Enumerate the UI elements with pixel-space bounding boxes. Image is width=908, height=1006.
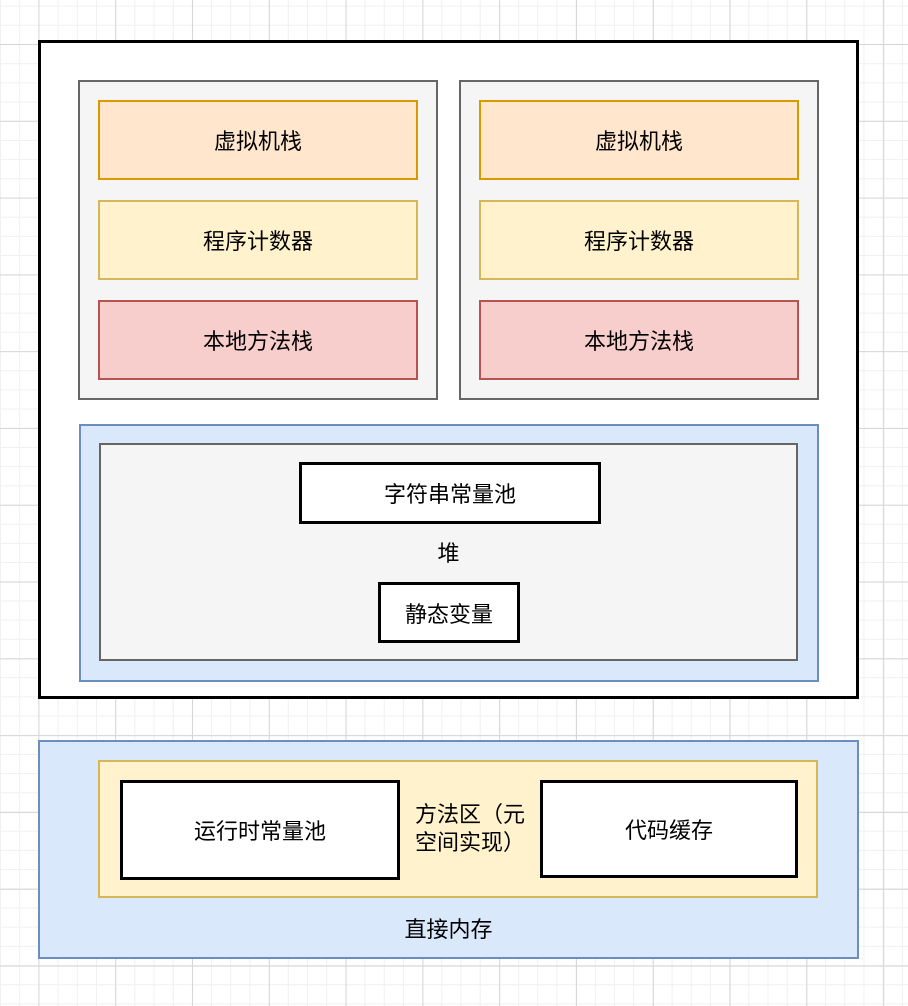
vm-stack-label: 虚拟机栈 [594,129,683,154]
native-method-stack-label: 本地方法栈 [583,329,694,354]
heap-outer-box[interactable]: 字符串常量池 堆 静态变量 [79,424,819,682]
native-method-stack-label: 本地方法栈 [202,329,313,354]
method-area-label: 方法区（元空间实现） [414,802,525,855]
string-constant-pool-box[interactable]: 字符串常量池 [299,462,601,524]
program-counter-label: 程序计数器 [583,229,694,254]
code-cache-label: 代码缓存 [624,818,713,843]
program-counter-label: 程序计数器 [202,229,313,254]
vm-stack-label: 虚拟机栈 [213,129,302,154]
program-counter-box-2[interactable]: 程序计数器 [479,200,799,280]
native-method-stack-box-2[interactable]: 本地方法栈 [479,300,799,380]
thread-box-2[interactable]: 虚拟机栈 程序计数器 本地方法栈 [459,80,819,400]
vm-stack-box-1[interactable]: 虚拟机栈 [98,100,418,180]
program-counter-box-1[interactable]: 程序计数器 [98,200,418,280]
code-cache-box[interactable]: 代码缓存 [540,780,798,878]
thread-box-1[interactable]: 虚拟机栈 程序计数器 本地方法栈 [78,80,438,400]
runtime-constant-pool-label: 运行时常量池 [193,819,326,844]
method-area-box[interactable]: 运行时常量池 方法区（元空间实现） 代码缓存 [98,760,818,898]
runtime-constant-pool-box[interactable]: 运行时常量池 [120,780,400,880]
heap-box[interactable]: 字符串常量池 堆 静态变量 [99,443,798,661]
heap-label: 堆 [437,541,460,566]
vm-stack-box-2[interactable]: 虚拟机栈 [479,100,799,180]
static-variables-label: 静态变量 [404,601,493,627]
direct-memory-label: 直接内存 [404,916,493,942]
static-variables-box[interactable]: 静态变量 [378,582,520,643]
runtime-data-area-box[interactable]: 虚拟机栈 程序计数器 本地方法栈 虚拟机栈 程序计数器 本地方法栈 [38,40,859,699]
direct-memory-box[interactable]: 运行时常量池 方法区（元空间实现） 代码缓存 直接内存 [38,740,859,959]
native-method-stack-box-1[interactable]: 本地方法栈 [98,300,418,380]
string-constant-pool-label: 字符串常量池 [383,482,516,507]
